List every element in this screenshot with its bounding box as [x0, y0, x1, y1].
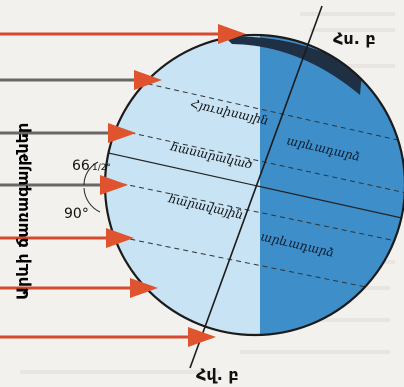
side-title: Արևի ճառագայթներ — [13, 123, 32, 300]
ray-7-arrowhead — [188, 327, 216, 347]
angle-right-label: 90° — [64, 206, 89, 222]
angle-tilt-fraction: 1/2° — [92, 163, 111, 173]
antarctic-line — [105, 231, 404, 299]
sun-rays — [0, 24, 246, 347]
north-pole-label: Հս. բ — [333, 29, 376, 48]
south-pole-label: Հվ. բ — [196, 365, 239, 384]
ray-2-arrowhead — [134, 70, 162, 90]
tropic-north-line — [105, 124, 404, 197]
angle-tilt-arc — [83, 161, 99, 186]
angle-right-arc — [83, 187, 101, 213]
polar-cap-dark — [225, 36, 362, 95]
ray-4-arrowhead — [100, 175, 128, 195]
angle-tilt-label: 66 — [72, 158, 90, 174]
equator-line — [105, 149, 404, 223]
earth-axis — [189, 5, 323, 369]
tropic-south-line — [105, 177, 404, 247]
ray-5-arrowhead — [106, 228, 134, 248]
ray-3-arrowhead — [108, 123, 136, 143]
ray-1-arrowhead — [218, 24, 246, 44]
ray-6-arrowhead — [130, 278, 158, 298]
